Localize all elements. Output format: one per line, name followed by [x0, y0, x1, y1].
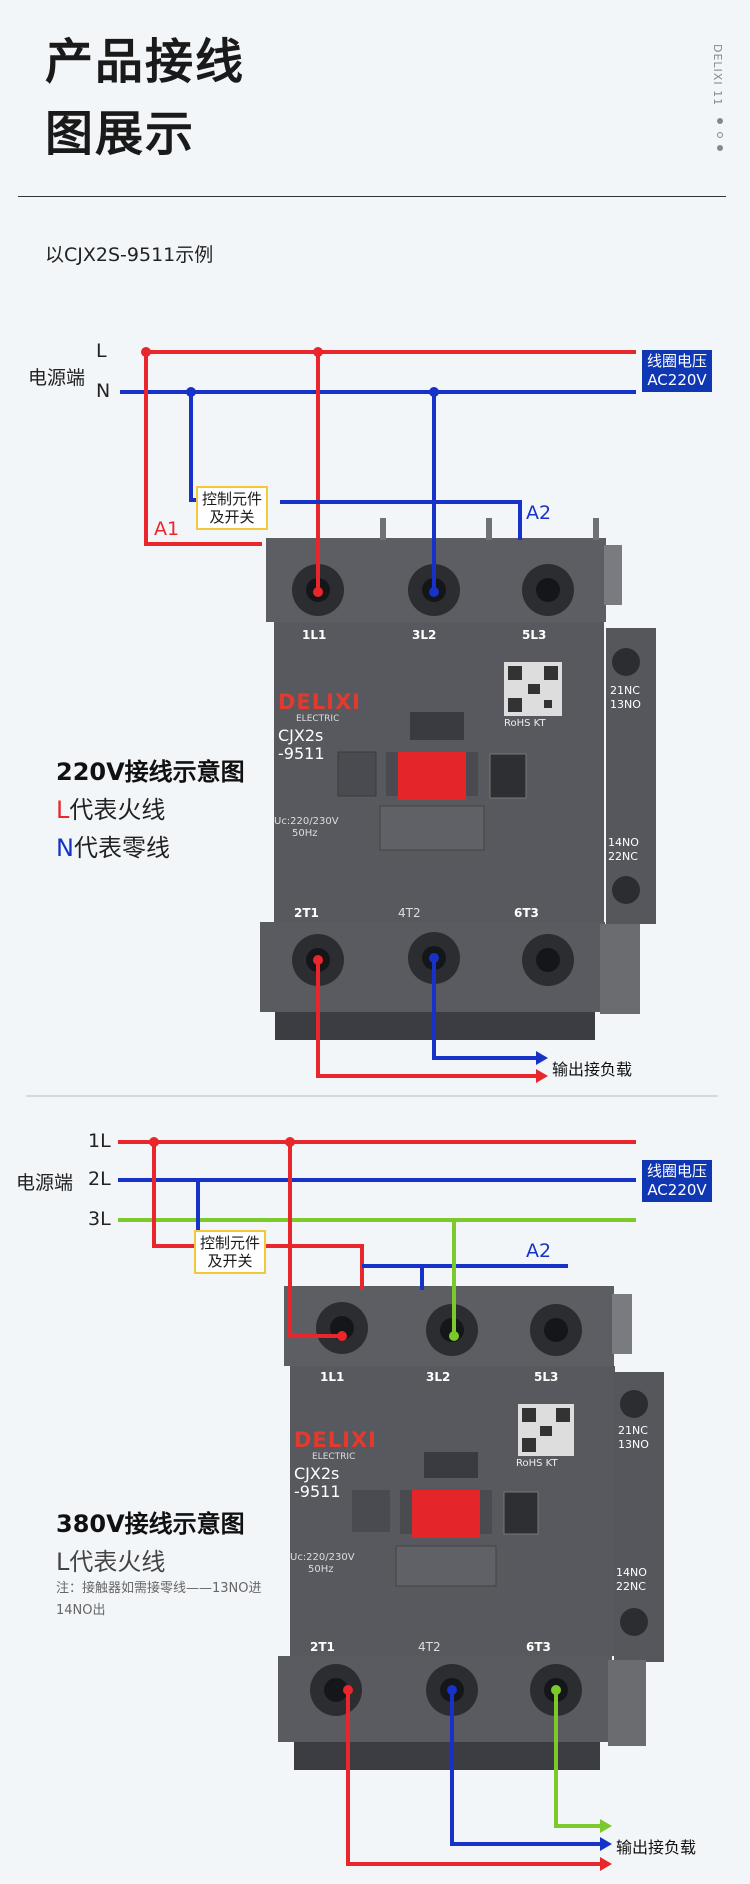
dot-icon [717, 118, 723, 124]
terminal-label: 2T1 [310, 1640, 335, 1654]
line-N-label: N [96, 380, 111, 402]
brand-logo: DELIXI [294, 1428, 377, 1452]
legend-L: L代表火线 [56, 1548, 166, 1576]
divider [18, 196, 726, 197]
line-2L-label: 2L [88, 1168, 111, 1190]
coil-voltage-label: 线圈电压 AC220V [642, 350, 713, 392]
terminal-label: 4T2 [398, 906, 421, 920]
terminal-label: 1L1 [320, 1370, 345, 1384]
control-switch-label: 控制元件 及开关 [196, 486, 269, 530]
line-1L-label: 1L [88, 1130, 111, 1152]
legend-N: N代表零线 [56, 834, 170, 862]
brand-logo: DELIXI [278, 690, 361, 714]
coil-voltage-label: 线圈电压 AC220V [642, 1160, 713, 1202]
diagram2-heading: 380V接线示意图 [56, 1510, 245, 1538]
rating-label: 50Hz [308, 1564, 334, 1575]
brand-sub: ELECTRIC [296, 714, 340, 724]
brand-sub: ELECTRIC [312, 1452, 356, 1462]
rating-label: Uc:220/230V [290, 1552, 355, 1563]
line-3L-label: 3L [88, 1208, 111, 1230]
model-label: -9511 [294, 1482, 341, 1501]
terminal-label: 3L2 [426, 1370, 451, 1384]
aux-label-top: 21NC 13NO [610, 684, 641, 711]
aux-module-bottom [600, 924, 640, 1014]
page-title-line2: 图展示 [45, 106, 196, 162]
cert-label: RoHS KT [516, 1458, 558, 1469]
terminal-label: 5L3 [522, 628, 547, 642]
dot-icon [717, 132, 723, 138]
page-title-line1: 产品接线 [45, 34, 246, 90]
source-label: 电源端 [16, 1172, 74, 1194]
terminal-label: 2T1 [294, 906, 319, 920]
cert-label: RoHS KT [504, 718, 546, 729]
terminal-label: 1L1 [302, 628, 327, 642]
output-label: 输出接负载 [616, 1838, 697, 1857]
source-label: 电源端 [28, 367, 86, 389]
terminal-label: 6T3 [526, 1640, 551, 1654]
wires-1 [120, 347, 636, 1083]
a2-label: A2 [526, 502, 552, 524]
legend-L: L代表火线 [56, 796, 166, 824]
contactor-1 [260, 518, 656, 1040]
terminal-label: 5L3 [534, 1370, 559, 1384]
aux-label-bottom: 14NO 22NC [616, 1566, 647, 1593]
line-L-label: L [96, 340, 107, 362]
contactor-2 [278, 1286, 664, 1770]
wires-2 [118, 1137, 636, 1871]
side-mark: DELIXI 11 [711, 44, 724, 107]
terminal-label: 3L2 [412, 628, 437, 642]
dot-icon [717, 145, 723, 151]
control-switch-label: 控制元件 及开关 [194, 1230, 267, 1274]
rating-label: Uc:220/230V [274, 816, 339, 827]
aux-module [606, 628, 656, 924]
red-actuator [398, 752, 466, 800]
model-label: CJX2s [278, 726, 324, 745]
note-text: 注：接触器如需接零线——13NO进 14NO出 [56, 1581, 262, 1618]
example-text: 以CJX2S-9511示例 [45, 244, 214, 266]
a2-label: A2 [526, 1240, 552, 1262]
model-label: CJX2s [294, 1464, 340, 1483]
a1-label: A1 [154, 518, 180, 540]
terminal-label: 4T2 [418, 1640, 441, 1654]
side-screw [604, 545, 622, 605]
terminal-label: 6T3 [514, 906, 539, 920]
model-label: -9511 [278, 744, 325, 763]
aux-label-bottom: 14NO 22NC [608, 836, 639, 863]
diagram1-heading: 220V接线示意图 [56, 758, 245, 786]
aux-label-top: 21NC 13NO [618, 1424, 649, 1451]
output-label: 输出接负载 [552, 1060, 633, 1079]
rating-label: 50Hz [292, 828, 318, 839]
